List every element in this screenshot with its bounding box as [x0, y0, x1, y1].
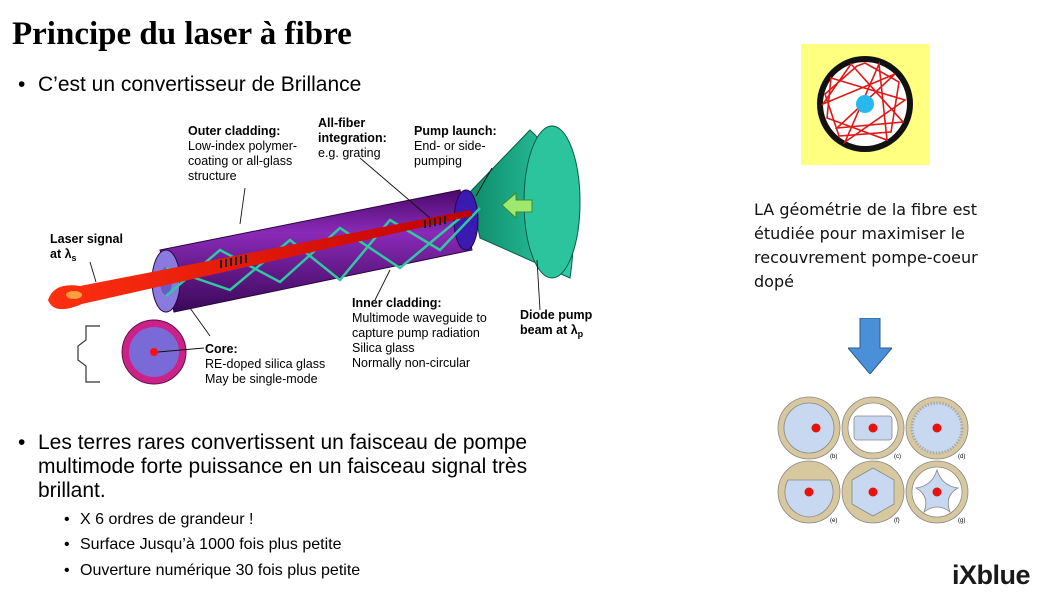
label-all-fiber: All-fiber integration: e.g. grating: [318, 116, 387, 160]
grating-right: [424, 216, 446, 228]
leader-all-fiber: [359, 157, 431, 219]
geometry-explanation: LA géométrie de la fibre est étudiée pou…: [754, 200, 978, 291]
svg-text:(d): (d): [958, 454, 965, 460]
bracket: [77, 325, 100, 383]
ixblue-logo: iXblue: [952, 560, 1031, 590]
bullet-text: C’est un convertisseur de Brillance: [38, 73, 362, 96]
laser-signal-spot: [66, 291, 82, 299]
svg-text:(g): (g): [958, 518, 965, 524]
fiber-cross-section: [121, 319, 187, 385]
sub-bullet: •X 6 ordres de grandeur !: [64, 511, 254, 528]
fiber-laser-diagram: [48, 125, 581, 385]
grating-left: [220, 255, 247, 268]
geometry-d: (d): [905, 396, 969, 460]
sub-bullet: •Ouverture numérique 30 fois plus petite: [64, 562, 361, 579]
geometry-b: (b): [777, 396, 841, 460]
svg-text:(c): (c): [894, 454, 901, 460]
slide-title: Principe du laser à fibre: [12, 16, 352, 52]
leader-pump-launch: [475, 167, 493, 197]
bullet-brillance: • C’est un convertisseur de Brillance: [18, 73, 362, 97]
double-clad-fiber-illustration: [801, 44, 929, 165]
doped-core: [856, 95, 874, 113]
leader-outer-cladding: [239, 187, 246, 225]
svg-text:(e): (e): [830, 518, 837, 524]
pump-ray: [165, 217, 461, 297]
label-inner-cladding: Inner cladding: Multimode waveguide to c…: [352, 296, 487, 370]
leader-diode-pump: [536, 259, 541, 311]
geometry-e: (e): [777, 460, 841, 524]
laser-beam: [48, 210, 472, 310]
bullet-terres-rares: • Les terres rares convertissent un fais…: [18, 431, 598, 503]
leader-laser-signal: [89, 261, 97, 283]
bullet-marker: •: [18, 73, 26, 96]
svg-text:(f): (f): [894, 518, 900, 524]
leader-core-cross: [157, 347, 205, 353]
pump-arrow-icon: [501, 191, 533, 220]
bullet-marker: •: [18, 431, 26, 454]
svg-text:(b): (b): [830, 454, 837, 460]
bullet-text: Les terres rares convertissent un faisce…: [38, 431, 528, 502]
sub-bullet: •Surface Jusqu’à 1000 fois plus petite: [64, 536, 342, 553]
label-core: Core: RE-doped silica glass May be singl…: [205, 342, 326, 386]
leader-inner-cladding: [374, 269, 391, 301]
label-diode-pump: Diode pump beam at λp: [520, 308, 593, 339]
label-laser-signal: Laser signal at λs: [50, 232, 123, 263]
label-outer-cladding: Outer cladding: Low-index polymer- coati…: [188, 124, 298, 183]
label-pump-launch: Pump launch: End- or side- pumping: [414, 124, 497, 168]
geometry-c: (c): [841, 396, 905, 460]
geometry-g: (g): [905, 460, 969, 524]
arrow-down-icon: [848, 318, 892, 374]
pump-ray: [165, 207, 481, 292]
geometry-f: (f): [841, 460, 905, 524]
fiber-geometries: (b) (c) (d) (e) (f) (g): [777, 396, 969, 524]
leader-core-top: [189, 307, 211, 337]
